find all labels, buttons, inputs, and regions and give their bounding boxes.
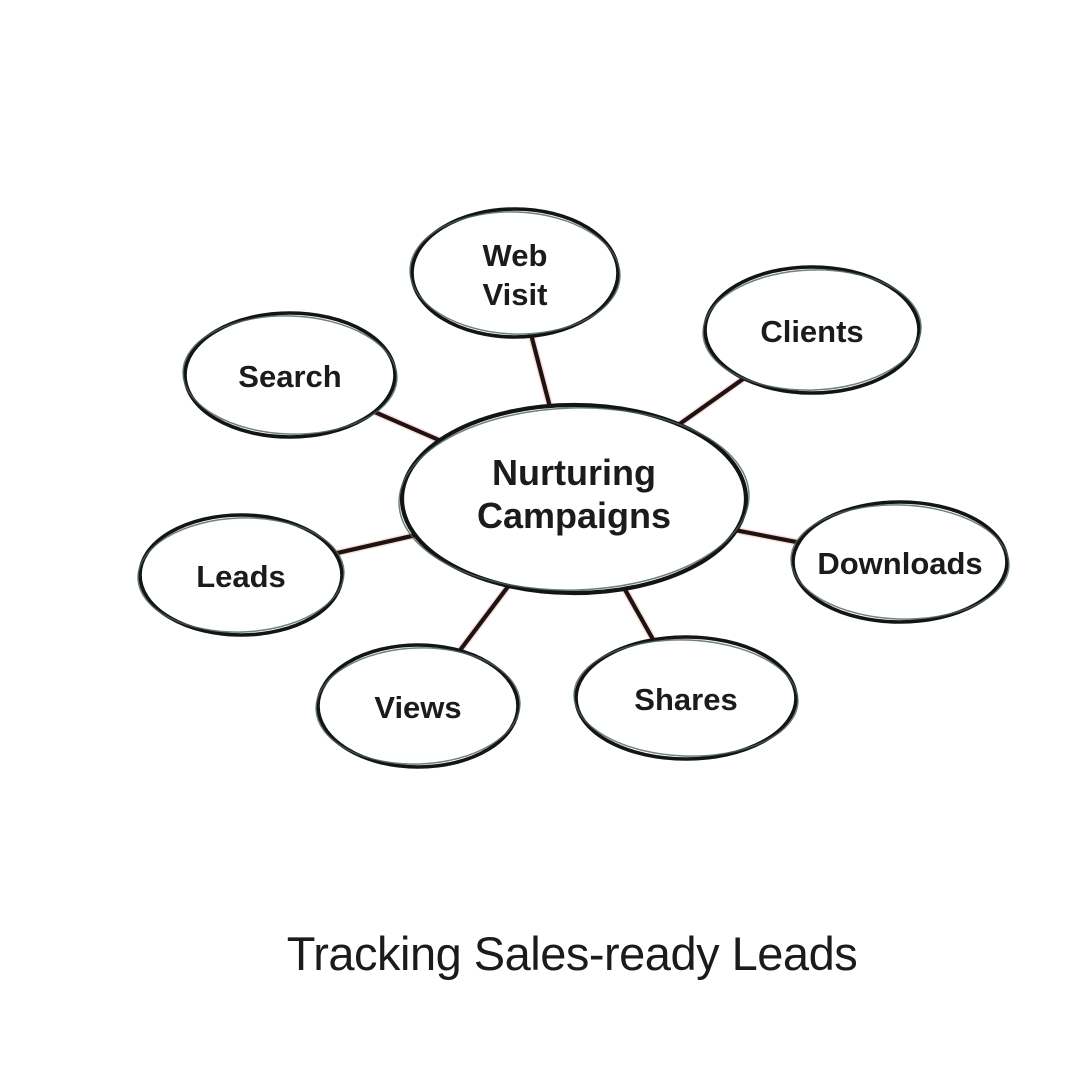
node-label-views: Views — [374, 690, 461, 725]
node-nurturing-campaigns: Nurturing Campaigns — [398, 402, 750, 596]
node-leads: Leads — [137, 513, 345, 637]
diagram-caption: Tracking Sales-ready Leads — [287, 927, 857, 980]
node-downloads: Downloads — [790, 500, 1010, 624]
node-label-search: Search — [238, 359, 341, 394]
center-node-label-line2: Campaigns — [477, 495, 671, 536]
node-shares: Shares — [573, 635, 799, 761]
node-views: Views — [315, 643, 521, 769]
node-label-shares: Shares — [634, 682, 737, 717]
node-label-web: Web — [483, 238, 548, 273]
center-node-label-line1: Nurturing — [492, 452, 656, 493]
node-web-visit: Web Visit — [409, 207, 621, 339]
node-label-leads: Leads — [196, 559, 286, 594]
node-label-clients: Clients — [760, 314, 863, 349]
node-label-downloads: Downloads — [817, 546, 982, 581]
node-label-visit: Visit — [483, 277, 548, 312]
node-clients: Clients — [702, 265, 922, 395]
node-search: Search — [182, 311, 398, 439]
